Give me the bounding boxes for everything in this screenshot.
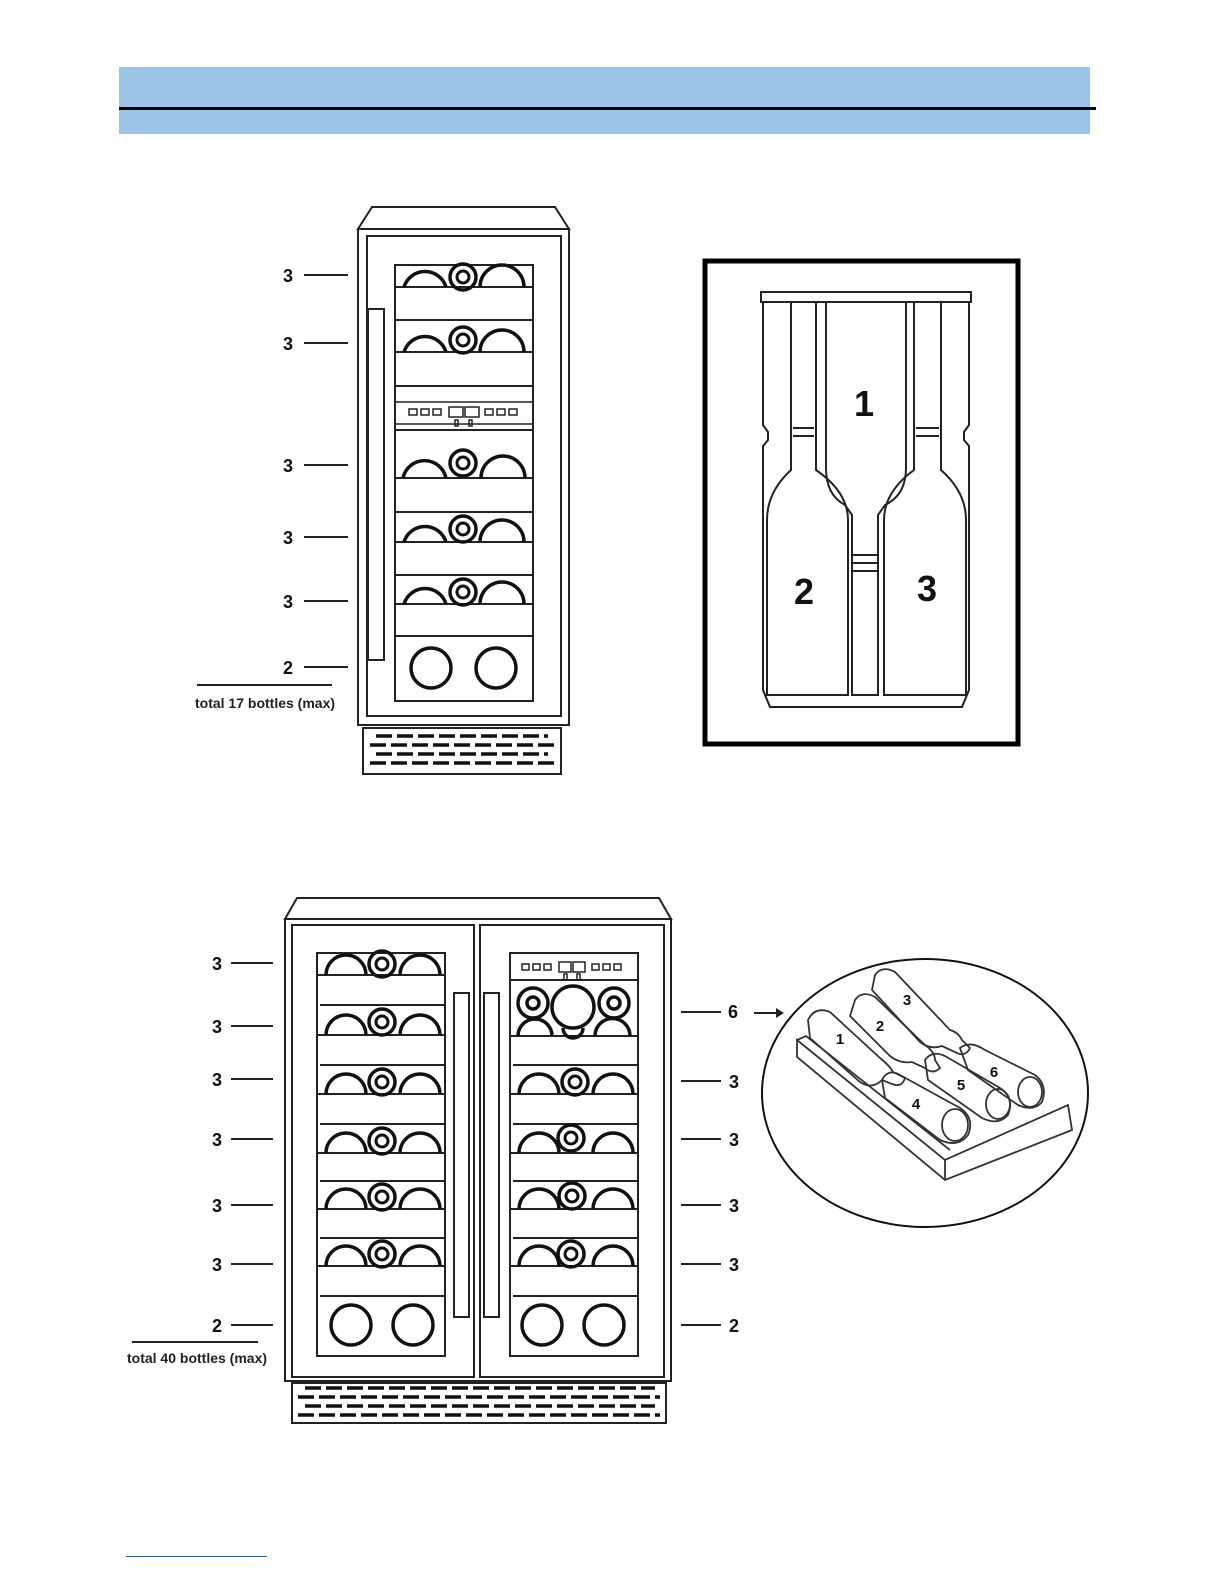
dual-left-count-3: 3 [212,1070,222,1090]
stack-number-5: 5 [957,1077,965,1094]
dual-left-count-6: 3 [212,1255,222,1275]
dual-right-count-6: 2 [729,1316,739,1336]
dual-control-panel [522,962,621,980]
dual-left-count-5: 3 [212,1196,222,1216]
dual-right-bottles [518,986,633,1345]
dual-left-counts: 3 3 3 3 3 3 2 [212,954,222,1336]
dual-right-count-3: 3 [729,1130,739,1150]
stack-number-6: 6 [990,1064,998,1081]
shelf-detail-number-3: 3 [917,568,937,609]
left-door-handle [454,993,469,1317]
dual-total-label: total 40 bottles (max) [127,1350,267,1366]
shelf-detail-number-2: 2 [794,571,814,612]
single-count-5: 3 [283,592,293,612]
footer-rule [126,1556,267,1557]
single-total-label: total 17 bottles (max) [195,695,335,711]
dual-right-count-4: 3 [729,1196,739,1216]
stack-number-4: 4 [912,1096,921,1113]
stack-number-1: 1 [836,1031,844,1048]
dual-right-counts: 6 3 3 3 3 2 [728,1002,739,1336]
single-count-3: 3 [283,456,293,476]
single-shelf-counts: 3 3 3 3 3 2 [283,266,293,678]
dual-left-count-2: 3 [212,1017,222,1037]
dual-left-bottles [326,951,440,1345]
dual-right-count-2: 3 [729,1072,739,1092]
single-count-1: 3 [283,266,293,286]
stack-number-3: 3 [903,992,911,1009]
door-handle [368,309,384,660]
dual-right-count-5: 3 [729,1255,739,1275]
stacking-detail: 1 2 3 4 5 6 [754,959,1088,1227]
single-count-6: 2 [283,658,293,678]
shelf-detail-panel: 1 2 3 [705,261,1018,744]
dual-right-count-1: 6 [728,1002,738,1022]
shelf-detail-number-1: 1 [854,383,874,424]
single-zone-cooler [358,207,569,774]
dual-left-count-7: 2 [212,1316,222,1336]
dual-left-count-4: 3 [212,1130,222,1150]
arrowhead-icon [776,1008,784,1018]
single-leader-lines [197,275,348,685]
single-bottles [403,264,525,688]
dual-left-count-1: 3 [212,954,222,974]
single-count-4: 3 [283,528,293,548]
single-count-2: 3 [283,334,293,354]
right-door-handle [484,993,499,1317]
single-control-panel [395,402,533,426]
stack-number-2: 2 [876,1018,884,1035]
